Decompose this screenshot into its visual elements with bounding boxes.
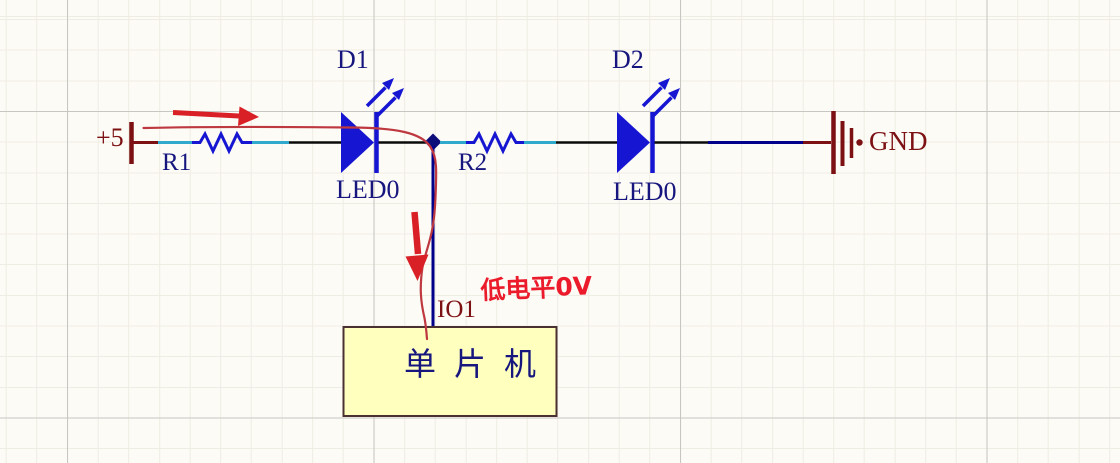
gnd-label: GND: [869, 126, 928, 156]
d2-value-label: LED0: [613, 177, 677, 206]
mcu-name-label: 单片机: [404, 346, 555, 382]
current-arrow-down: [411, 211, 422, 255]
led-d1: [341, 78, 404, 173]
r1-label: R1: [162, 149, 192, 176]
gnd-symbol: [803, 111, 863, 174]
io1-pin-label: IO1: [437, 296, 476, 323]
power-terminal-5v: [129, 122, 158, 164]
resistor-r1: [192, 130, 252, 155]
r2-label: R2: [458, 149, 488, 176]
led-d2: [617, 78, 680, 173]
low-level-annotation: 低电平0V: [479, 271, 593, 305]
current-flow-curve: [142, 125, 438, 341]
current-flow-annotation: [142, 106, 438, 341]
power-label: +5: [96, 123, 124, 152]
mcu-box: [342, 326, 558, 417]
d1-value-label: LED0: [336, 175, 400, 204]
resistor-r2: [466, 130, 524, 155]
current-arrow-right: [172, 110, 240, 119]
d2-label: D2: [612, 45, 644, 74]
d1-label: D1: [337, 45, 369, 74]
